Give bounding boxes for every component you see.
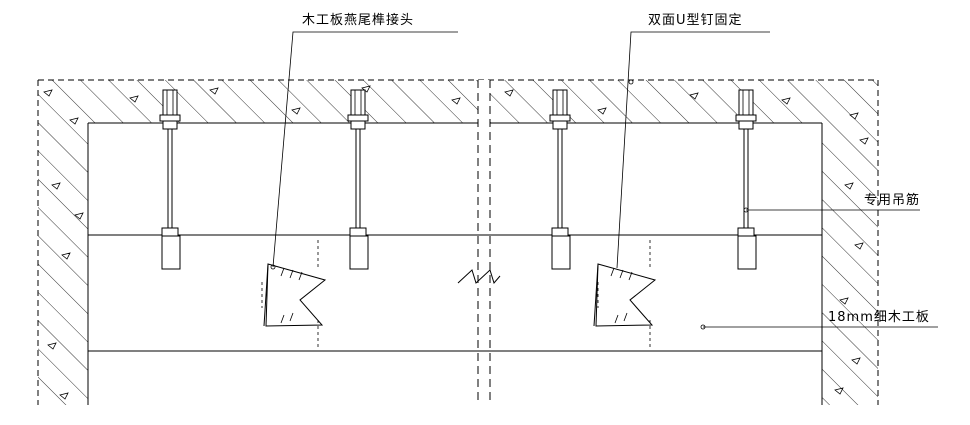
hanger-rod-2 xyxy=(347,89,369,270)
hanger-rod-1 xyxy=(159,89,181,270)
label-u-nail-fixing: 双面U型钉固定 xyxy=(648,13,743,28)
board-lines xyxy=(88,234,822,352)
hanger-rod-3 xyxy=(549,89,571,270)
label-dovetail-joint: 木工板燕尾榫接头 xyxy=(302,12,414,28)
concrete-structure xyxy=(37,79,879,405)
dovetail-joint-1 xyxy=(261,240,327,350)
dovetail-joint-2 xyxy=(593,240,657,350)
break-line xyxy=(457,80,501,405)
label-board: 18mm细木工板 xyxy=(828,310,930,325)
hanger-rod-4 xyxy=(735,89,757,270)
aggregate-marks xyxy=(43,85,869,400)
label-hanger-rod: 专用吊筋 xyxy=(864,192,920,208)
leader-lines xyxy=(270,31,938,330)
